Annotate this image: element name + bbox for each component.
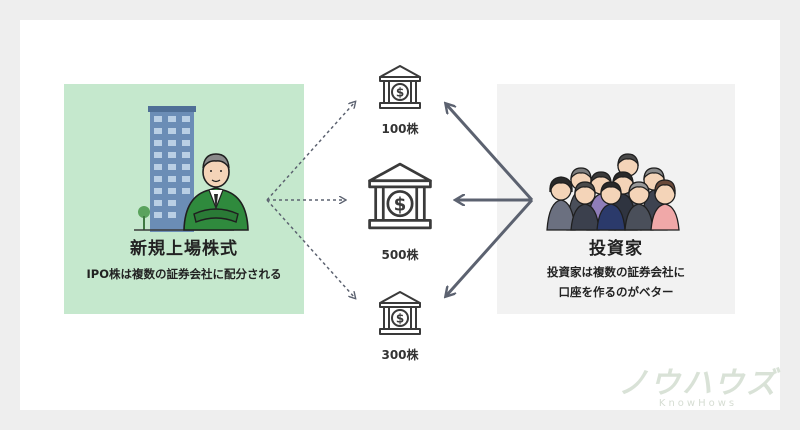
- solid-arrow-to-100: [446, 104, 534, 202]
- bank-dollar-icon: $: [368, 162, 432, 230]
- watermark-sub-text: KnowHows: [658, 398, 738, 409]
- dashed-arrow-to-300: [266, 199, 355, 298]
- bank-label-500: 500株: [381, 248, 419, 262]
- bank-dollar-icon: $: [379, 291, 421, 335]
- bank-label-100: 100株: [381, 122, 419, 136]
- svg-text:$: $: [396, 312, 404, 326]
- issuer-description: IPO株は複数の証券会社に配分される: [86, 267, 282, 281]
- dashed-arrow-to-100: [266, 102, 355, 201]
- issuer-panel: 新規上場株式 IPO株は複数の証券会社に配分される: [64, 84, 304, 314]
- office-building-with-businessman-icon: [134, 106, 249, 232]
- investor-description-line2: 口座を作るのがベター: [558, 285, 674, 299]
- bank-label-300: 300株: [381, 348, 419, 362]
- watermark-logo: ノウハウズ KnowHows: [618, 366, 778, 410]
- issuer-title: 新規上場株式: [130, 239, 238, 259]
- investor-title: 投資家: [589, 239, 643, 259]
- bank-dollar-icon: $: [379, 65, 421, 109]
- svg-text:$: $: [396, 86, 404, 100]
- svg-text:$: $: [394, 194, 407, 215]
- watermark-main-text: ノウハウズ: [618, 366, 778, 401]
- solid-arrow-to-300: [446, 198, 534, 296]
- investor-description-line1: 投資家は複数の証券会社に: [547, 265, 685, 279]
- investor-group-icon: [546, 153, 680, 231]
- investor-panel: 投資家 投資家は複数の証券会社に 口座を作るのがベター: [497, 84, 735, 314]
